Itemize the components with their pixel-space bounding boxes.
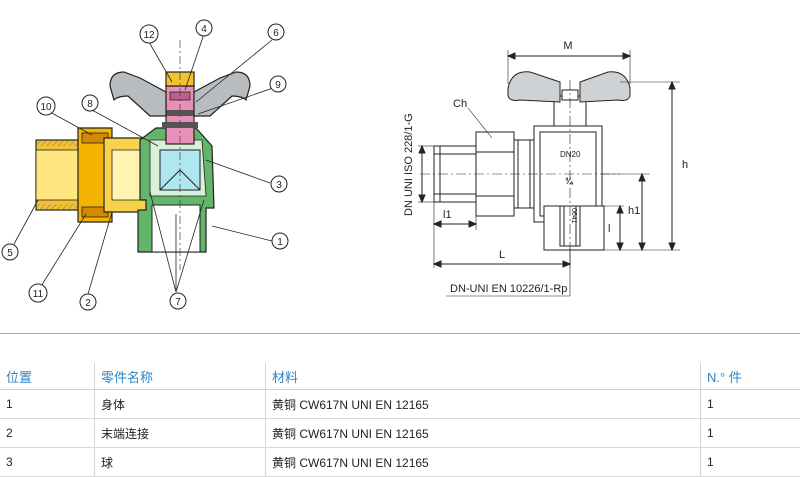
header-quantity: N.° 件 bbox=[700, 363, 800, 390]
cell-part-name: 末端连接 bbox=[94, 418, 266, 448]
cell-position: 3 bbox=[0, 447, 95, 477]
parts-table: 位置 零件名称 材料 N.° 件 1 身体 黄铜 CW617N UNI EN 1… bbox=[0, 363, 800, 477]
dimension-view bbox=[418, 50, 680, 297]
dn-marking: DN20 bbox=[560, 150, 581, 159]
cell-position: 1 bbox=[0, 389, 95, 419]
bottom-standard-label: DN-UNI EN 10226/1-Rp bbox=[450, 283, 567, 295]
callout-circles bbox=[1, 19, 289, 311]
callout-4: 4 bbox=[201, 24, 207, 35]
cell-quantity: 1 bbox=[700, 389, 800, 419]
dim-l1-label: l1 bbox=[443, 209, 452, 221]
drawings-canvas: 12 4 6 10 8 9 3 5 2 1 11 7 bbox=[1, 19, 688, 311]
callout-1: 1 bbox=[277, 237, 283, 248]
dim-m-label: M bbox=[563, 40, 572, 52]
callout-6: 6 bbox=[273, 28, 279, 39]
callout-3: 3 bbox=[276, 180, 282, 191]
cell-position: 2 bbox=[0, 418, 95, 448]
callout-numbers: 12 4 6 10 8 9 3 5 2 1 11 7 bbox=[7, 24, 283, 309]
callout-10: 10 bbox=[40, 102, 52, 113]
table-row: 2 末端连接 黄铜 CW617N UNI EN 12165 1 bbox=[0, 418, 800, 448]
butterfly-handle bbox=[507, 71, 561, 103]
cell-quantity: 1 bbox=[700, 447, 800, 477]
dim-h-label: h bbox=[682, 159, 688, 171]
callout-11: 11 bbox=[33, 289, 44, 300]
dim-h1-label: h1 bbox=[628, 205, 640, 217]
cell-part-name: 球 bbox=[94, 447, 266, 477]
section-view bbox=[35, 40, 251, 270]
dimension-labels: M Ch h h1 l l1 L DN20 ¾ 0641 DN UNI ISO … bbox=[403, 40, 688, 295]
technical-drawings: 12 4 6 10 8 9 3 5 2 1 11 7 bbox=[1, 19, 688, 311]
header-part-name: 零件名称 bbox=[94, 363, 266, 390]
size-marking: ¾ bbox=[565, 176, 574, 186]
dim-L-label: L bbox=[499, 249, 505, 261]
header-material: 材料 bbox=[265, 363, 701, 390]
table-row: 3 球 黄铜 CW617N UNI EN 12165 1 bbox=[0, 447, 800, 477]
dim-ch-label: Ch bbox=[453, 98, 467, 110]
cell-material: 黄铜 CW617N UNI EN 12165 bbox=[265, 418, 701, 448]
header-position: 位置 bbox=[0, 363, 95, 390]
callout-8: 8 bbox=[87, 99, 93, 110]
table-row: 1 身体 黄铜 CW617N UNI EN 12165 1 bbox=[0, 389, 800, 419]
butterfly-handle-section bbox=[109, 71, 167, 117]
callout-2: 2 bbox=[85, 298, 91, 309]
callout-5: 5 bbox=[7, 248, 13, 259]
table-header-row: 位置 零件名称 材料 N.° 件 bbox=[0, 363, 800, 390]
callout-12: 12 bbox=[143, 30, 155, 41]
code-marking: 0641 bbox=[570, 208, 577, 224]
cell-part-name: 身体 bbox=[94, 389, 266, 419]
section-divider bbox=[0, 333, 800, 334]
cell-material: 黄铜 CW617N UNI EN 12165 bbox=[265, 447, 701, 477]
dim-l-small-label: l bbox=[608, 223, 610, 235]
callouts bbox=[13, 33, 274, 295]
cell-material: 黄铜 CW617N UNI EN 12165 bbox=[265, 389, 701, 419]
callout-7: 7 bbox=[175, 297, 181, 308]
cell-quantity: 1 bbox=[700, 418, 800, 448]
vertical-standard-label: DN UNI ISO 228/1-G bbox=[403, 113, 415, 216]
callout-9: 9 bbox=[275, 80, 281, 91]
